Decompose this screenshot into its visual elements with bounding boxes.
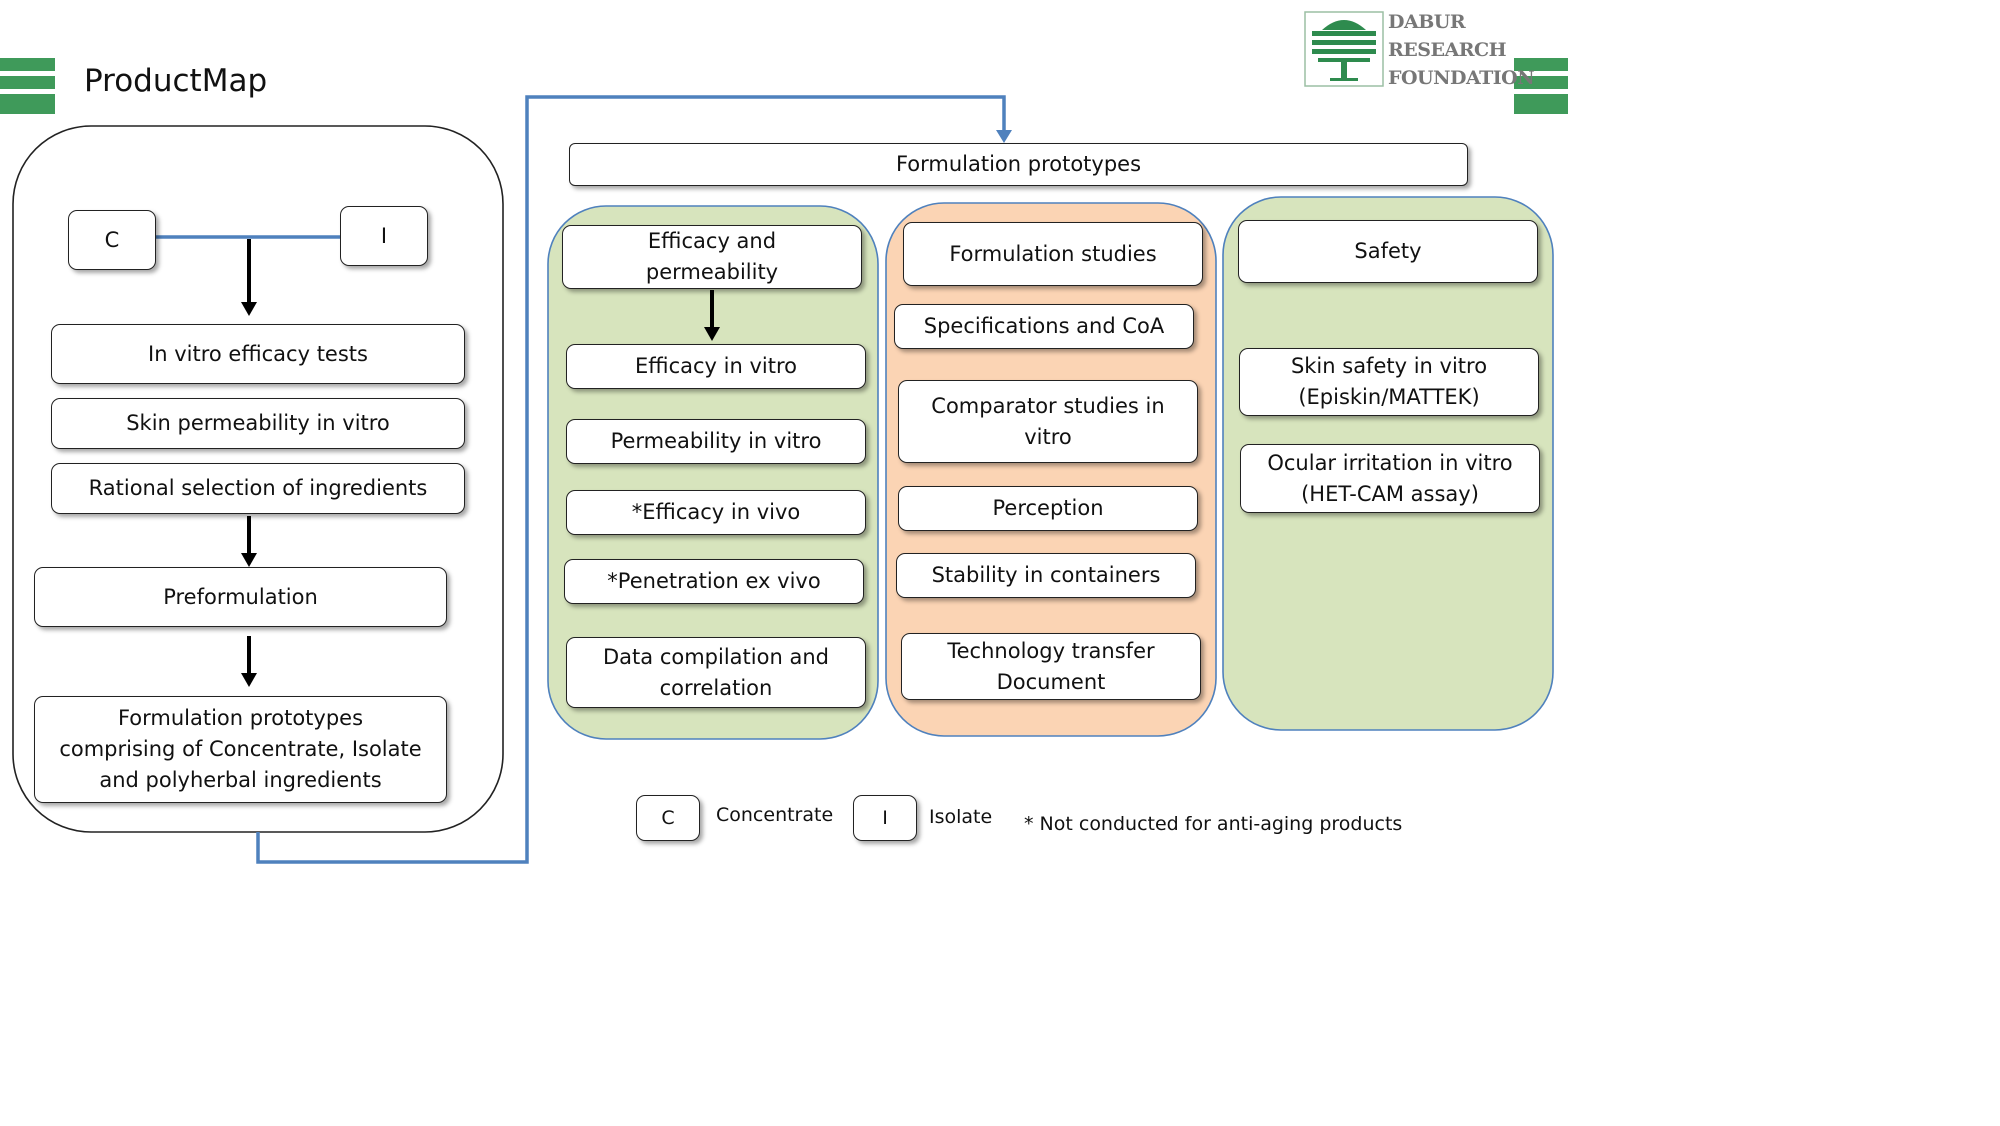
step-label: In vitro efficacy tests: [148, 341, 368, 366]
col3-ocular-irritation: Ocular irritation in vitro (HET-CAM assa…: [1240, 444, 1540, 513]
logo-line-2: RESEARCH: [1388, 39, 1507, 61]
item-label: Technology transfer Document: [947, 638, 1155, 694]
legend-note: * Not conducted for anti-aging products: [1024, 813, 1403, 835]
item-label: Specifications and CoA: [923, 314, 1165, 338]
item-label: Permeability in vitro: [610, 429, 822, 453]
col1-penetration-ex-vivo: *Penetration ex vivo: [564, 559, 864, 604]
legend-i-symbol: I: [882, 806, 888, 829]
item-label: Ocular irritation in vitro (HET-CAM assa…: [1267, 450, 1513, 506]
legend-c-label: Concentrate: [716, 804, 834, 826]
step-formulation-prototypes: Formulation prototypes comprising of Con…: [34, 696, 447, 803]
flow-connector-arrowhead: [996, 130, 1012, 143]
step-label: Preformulation: [163, 584, 318, 609]
legend-i-box: I: [853, 795, 917, 841]
formulation-prototypes-header: Formulation prototypes: [569, 143, 1468, 186]
step-label: Rational selection of ingredients: [88, 476, 428, 500]
step-in-vitro-efficacy: In vitro efficacy tests: [51, 324, 465, 384]
col2-formulation-studies: Formulation studies: [903, 222, 1203, 286]
logo-line-1: DABUR: [1388, 11, 1466, 33]
item-label: Formulation studies: [949, 241, 1157, 266]
col1-efficacy-in-vitro: Efficacy in vitro: [566, 344, 866, 389]
col1-data-compilation: Data compilation and correlation: [566, 637, 866, 708]
step-rational-selection: Rational selection of ingredients: [51, 463, 465, 514]
item-label: Skin safety in vitro (Episkin/MATTEK): [1290, 354, 1488, 409]
page-title: ProductMap: [84, 63, 268, 99]
flow-connector: [256, 95, 1006, 864]
legend-c-symbol: C: [661, 806, 675, 829]
item-label: Stability in containers: [931, 563, 1161, 587]
item-label: Comparator studies in vitro: [931, 393, 1165, 449]
col1-efficacy-in-vivo: *Efficacy in vivo: [566, 490, 866, 535]
item-label: *Efficacy in vivo: [631, 500, 801, 524]
col2-specifications-coa: Specifications and CoA: [894, 304, 1194, 349]
item-label: *Penetration ex vivo: [607, 569, 821, 593]
item-label: Safety: [1354, 239, 1422, 263]
col3-skin-safety: Skin safety in vitro (Episkin/MATTEK): [1239, 348, 1539, 416]
step-preformulation: Preformulation: [34, 567, 447, 627]
concentrate-label: C: [104, 227, 120, 252]
item-label: Efficacy in vitro: [635, 354, 797, 378]
logo-text: DABUR RESEARCH FOUNDATION: [1388, 8, 1535, 92]
legend-c-box: C: [636, 795, 700, 841]
col3-safety: Safety: [1238, 220, 1538, 283]
step-label: Formulation prototypes comprising of Con…: [59, 706, 422, 792]
step-skin-permeability: Skin permeability in vitro: [51, 398, 465, 449]
col1-permeability-in-vitro: Permeability in vitro: [566, 419, 866, 464]
left-green-bars: [0, 58, 55, 114]
col2-perception: Perception: [898, 486, 1198, 531]
step-label: Skin permeability in vitro: [126, 411, 390, 435]
legend-i-label: Isolate: [929, 806, 993, 828]
logo-line-3: FOUNDATION: [1388, 67, 1535, 89]
header-label: Formulation prototypes: [895, 152, 1142, 176]
item-label: Efficacy and permeability: [645, 229, 779, 284]
isolate-label: I: [380, 223, 388, 248]
col2-stability-containers: Stability in containers: [896, 553, 1196, 598]
col1-efficacy-permeability: Efficacy and permeability: [562, 225, 862, 289]
logo-tree-icon: [1304, 11, 1384, 87]
arrow-down-3: [241, 636, 257, 687]
col2-technology-transfer: Technology transfer Document: [901, 633, 1201, 700]
arrow-down-4: [704, 290, 720, 341]
column-efficacy-panel: [547, 205, 879, 740]
isolate-box: I: [340, 206, 428, 266]
arrow-down-1: [241, 239, 257, 316]
concentrate-box: C: [68, 210, 156, 270]
right-green-bars: [1514, 58, 1568, 114]
arrow-down-2: [241, 516, 257, 567]
item-label: Data compilation and correlation: [603, 644, 829, 700]
item-label: Perception: [992, 496, 1104, 520]
col2-comparator-studies: Comparator studies in vitro: [898, 380, 1198, 463]
